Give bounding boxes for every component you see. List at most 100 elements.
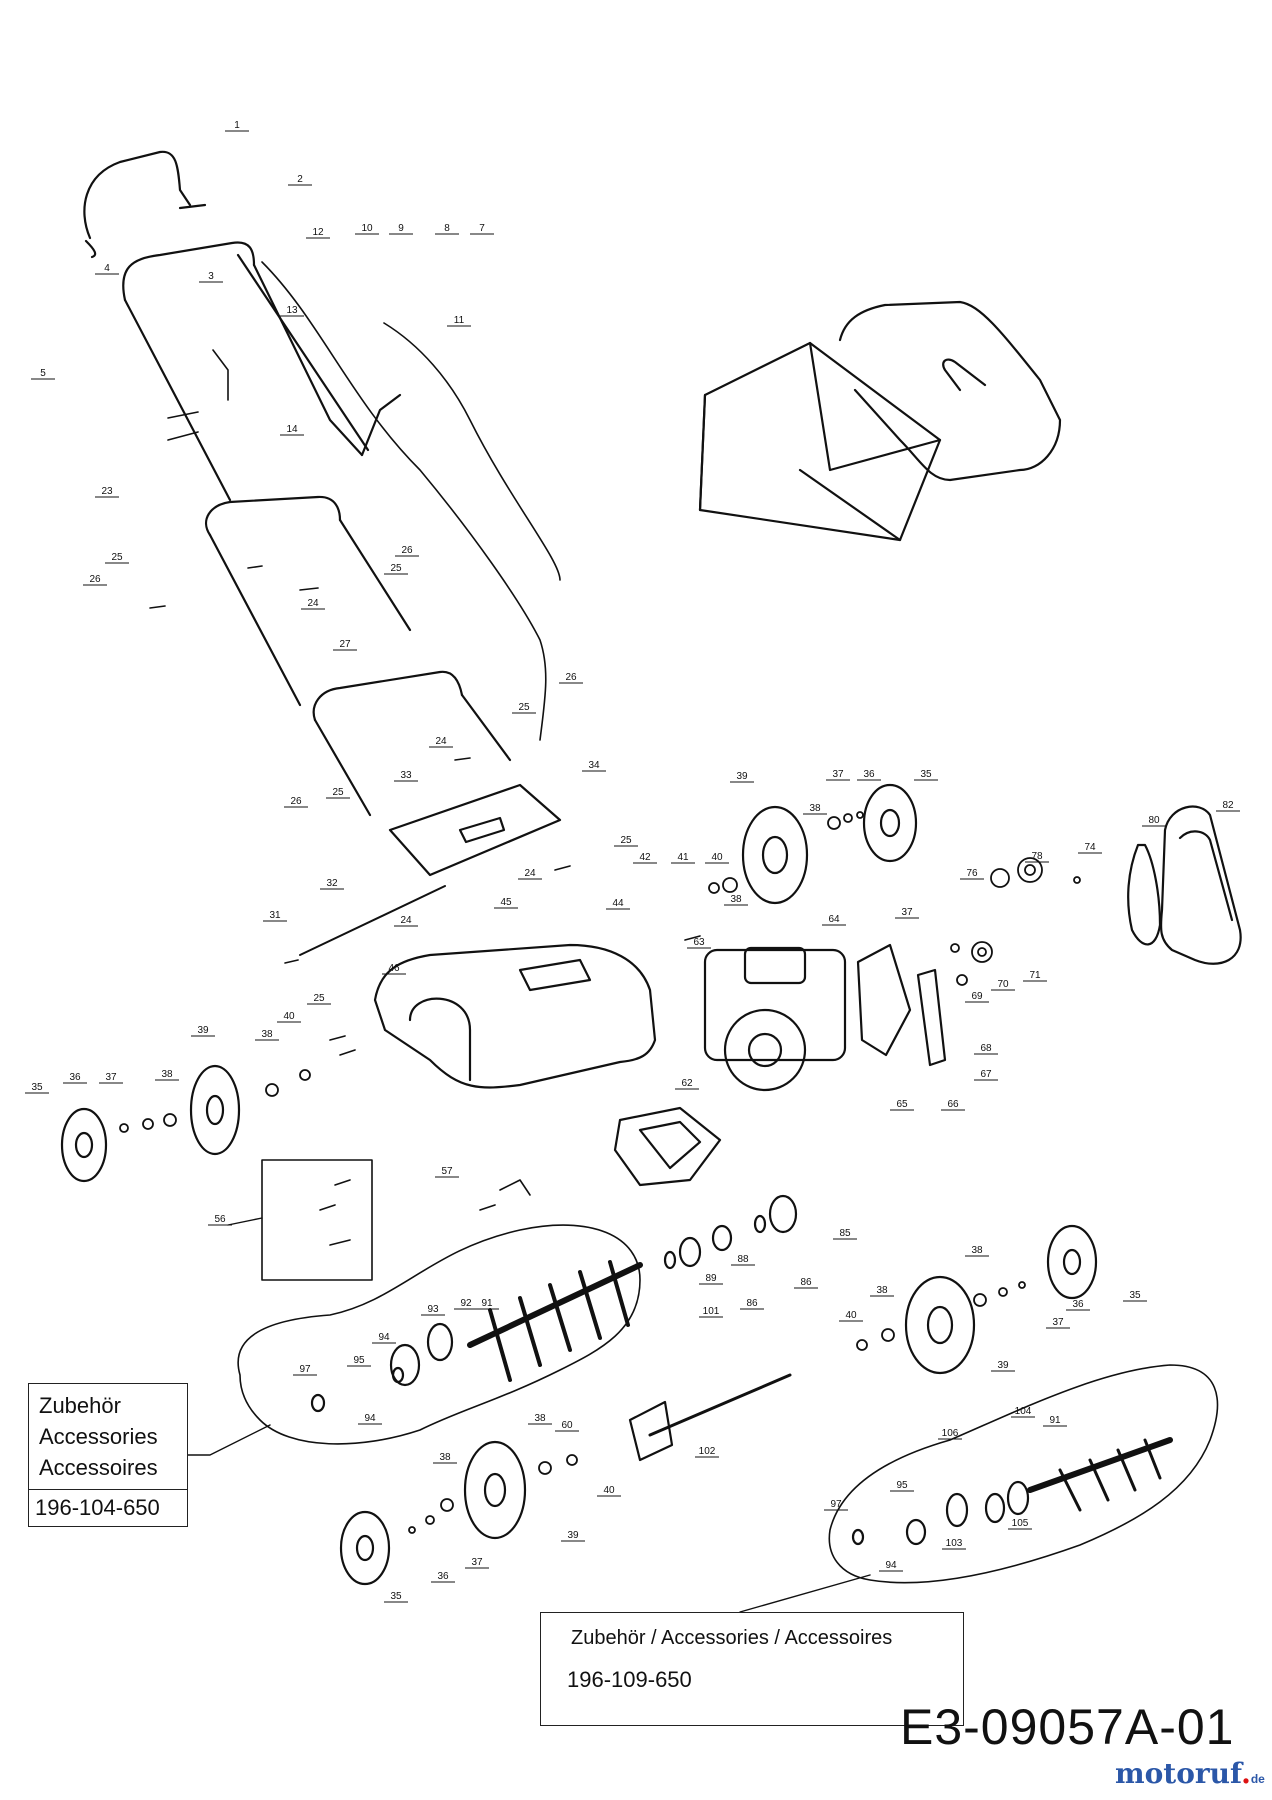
part-callout: 35 bbox=[1123, 1290, 1147, 1302]
part-callout-number: 36 bbox=[1072, 1299, 1084, 1310]
part-callout: 9 bbox=[389, 223, 413, 235]
part-callout: 85 bbox=[833, 1228, 857, 1240]
part-callout-number: 93 bbox=[427, 1304, 439, 1315]
part-callout: 2 bbox=[288, 174, 312, 186]
part-callout: 91 bbox=[1043, 1415, 1067, 1427]
part-callout-number: 25 bbox=[111, 552, 123, 563]
part-callout-number: 86 bbox=[746, 1298, 758, 1309]
part-callout: 11 bbox=[447, 315, 471, 327]
part-callout: 39 bbox=[991, 1360, 1015, 1372]
scarifier-roller bbox=[310, 1260, 643, 1413]
accessory-title: Zubehör / Accessories / Accessoires bbox=[571, 1627, 893, 1649]
part-callout: 57 bbox=[435, 1166, 459, 1178]
bracket-part-67 bbox=[916, 968, 947, 1067]
part-callout-number: 25 bbox=[620, 835, 632, 846]
part-callout-number: 7 bbox=[479, 223, 485, 234]
callout-layer: 1234578910111213142324252626252724252625… bbox=[25, 120, 1240, 1603]
part-callout-number: 66 bbox=[947, 1099, 959, 1110]
part-callout: 64 bbox=[822, 914, 846, 926]
part-callout-number: 25 bbox=[332, 787, 344, 798]
part-callout-number: 39 bbox=[567, 1530, 579, 1541]
part-callout-number: 85 bbox=[839, 1228, 851, 1239]
part-callout-number: 56 bbox=[214, 1214, 226, 1225]
part-callout: 106 bbox=[938, 1428, 962, 1440]
part-callout: 26 bbox=[83, 574, 107, 586]
part-callout: 32 bbox=[320, 878, 344, 890]
lever-kit-leader bbox=[227, 1217, 263, 1226]
part-callout-number: 42 bbox=[639, 852, 651, 863]
part-callout: 94 bbox=[372, 1332, 396, 1344]
part-callout: 33 bbox=[394, 770, 418, 782]
part-callout: 38 bbox=[724, 894, 748, 906]
part-callout-number: 38 bbox=[809, 803, 821, 814]
part-callout: 37 bbox=[895, 907, 919, 919]
part-callout-number: 74 bbox=[1084, 842, 1096, 853]
part-callout: 36 bbox=[431, 1571, 455, 1583]
part-callout: 40 bbox=[839, 1310, 863, 1322]
part-callout-number: 37 bbox=[832, 769, 844, 780]
catcher-frame-part-28 bbox=[838, 300, 1062, 482]
part-callout-number: 36 bbox=[69, 1072, 81, 1083]
part-callout-number: 24 bbox=[435, 736, 447, 747]
part-callout: 42 bbox=[633, 852, 657, 864]
part-callout: 36 bbox=[63, 1072, 87, 1084]
part-callout-number: 38 bbox=[730, 894, 742, 905]
part-callout-number: 62 bbox=[681, 1078, 693, 1089]
part-callout: 62 bbox=[675, 1078, 699, 1090]
part-callout-number: 38 bbox=[971, 1245, 983, 1256]
part-callout-number: 10 bbox=[361, 223, 373, 234]
part-callout: 86 bbox=[740, 1298, 764, 1310]
part-callout-number: 8 bbox=[444, 223, 450, 234]
part-callout: 39 bbox=[730, 771, 754, 783]
accessory-label-de: Zubehör bbox=[39, 1393, 121, 1418]
part-callout: 105 bbox=[1008, 1518, 1032, 1530]
wheel-part-39 bbox=[904, 1275, 976, 1375]
part-callout-number: 23 bbox=[101, 486, 113, 497]
part-callout-number: 65 bbox=[896, 1099, 908, 1110]
part-callout: 34 bbox=[582, 760, 606, 772]
accessory-part-number: 196-104-650 bbox=[29, 1489, 187, 1526]
part-callout-number: 64 bbox=[828, 914, 840, 925]
part-callout: 41 bbox=[671, 852, 695, 864]
part-callout: 38 bbox=[870, 1285, 894, 1297]
part-callout: 74 bbox=[1078, 842, 1102, 854]
part-callout: 93 bbox=[421, 1304, 445, 1316]
watermark-tld: de bbox=[1250, 1772, 1265, 1786]
part-callout-number: 82 bbox=[1222, 800, 1234, 811]
part-callout-number: 67 bbox=[980, 1069, 992, 1080]
part-callout-number: 11 bbox=[454, 315, 465, 326]
engine-plate-part-64 bbox=[856, 943, 912, 1057]
part-callout: 39 bbox=[561, 1530, 585, 1542]
part-callout: 31 bbox=[263, 910, 287, 922]
hubcap-part-35 bbox=[339, 1510, 391, 1586]
wheel-part-39 bbox=[741, 805, 809, 905]
part-callout-number: 92 bbox=[460, 1298, 472, 1309]
part-callout: 91 bbox=[475, 1298, 499, 1310]
part-callout-number: 45 bbox=[500, 897, 512, 908]
part-callout: 101 bbox=[699, 1306, 723, 1318]
part-callout: 36 bbox=[857, 769, 881, 781]
part-callout-number: 40 bbox=[711, 852, 723, 863]
part-callout-number: 27 bbox=[339, 639, 351, 650]
part-callout-number: 24 bbox=[307, 598, 319, 609]
part-callout: 23 bbox=[95, 486, 119, 498]
part-callout-number: 12 bbox=[312, 227, 324, 238]
part-callout: 92 bbox=[454, 1298, 478, 1310]
part-callout-number: 94 bbox=[378, 1332, 390, 1343]
part-callout-number: 25 bbox=[390, 563, 402, 574]
part-callout-number: 1 bbox=[234, 120, 240, 131]
part-callout-number: 38 bbox=[876, 1285, 888, 1296]
part-callout: 12 bbox=[306, 227, 330, 239]
belt-cover-part-82 bbox=[1159, 805, 1242, 965]
part-callout-number: 37 bbox=[471, 1557, 483, 1568]
hardware-marks bbox=[149, 349, 701, 1246]
part-callout: 39 bbox=[191, 1025, 215, 1037]
part-callout-number: 35 bbox=[1129, 1290, 1141, 1301]
part-callout-number: 91 bbox=[481, 1298, 493, 1309]
part-callout: 95 bbox=[890, 1480, 914, 1492]
part-callout-number: 91 bbox=[1049, 1415, 1061, 1426]
part-callout-number: 60 bbox=[561, 1420, 573, 1431]
grass-bag-part-29 bbox=[698, 341, 942, 542]
part-callout: 26 bbox=[395, 545, 419, 557]
